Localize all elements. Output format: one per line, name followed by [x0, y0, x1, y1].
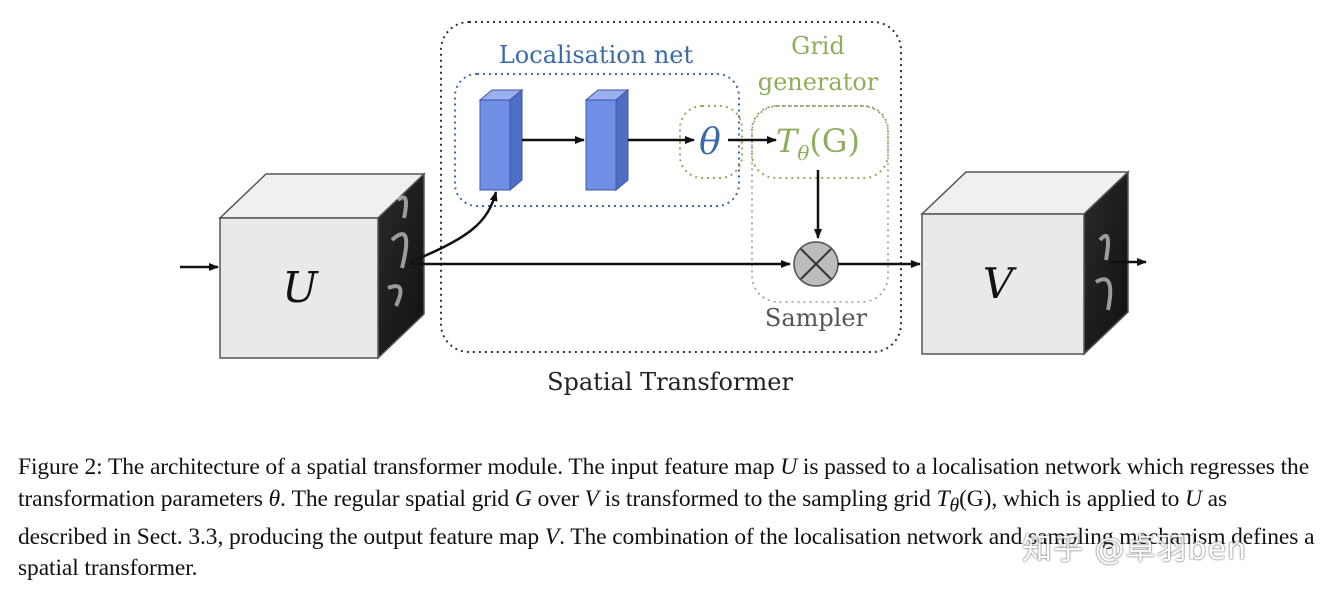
caption-u: U: [780, 454, 798, 480]
spatial-transformer-box: [440, 21, 902, 353]
watermark: 知乎 @卓羽ben: [1022, 532, 1248, 567]
caption-v2: V: [544, 523, 560, 550]
localisation-layer-1: [478, 88, 524, 192]
input-feature-map-cube: [218, 172, 426, 360]
caption-g: G: [514, 485, 532, 512]
spatial-transformer-label: Spatial Transformer: [547, 368, 793, 396]
caption-seg8: . The combination of the localisation ne…: [18, 523, 1315, 582]
grid-generator-label-line2: generator: [758, 68, 879, 96]
caption-seg5: is transformed to the sampling grid: [598, 485, 937, 512]
theta-symbol: θ: [699, 122, 721, 163]
localisation-layer-2: [584, 88, 630, 192]
caption-theta: θ: [268, 485, 281, 512]
caption-t: T: [936, 485, 950, 512]
architecture-diagram: Localisation net Grid generator Sampler …: [180, 21, 1147, 396]
caption-seg7: as described in Sect. 3.3, producing the…: [18, 485, 1228, 550]
figure-caption: Figure 2: The architecture of a spatial …: [18, 452, 1318, 585]
sampler-operator-icon: [793, 241, 839, 287]
caption-t-arg: (G): [959, 485, 992, 512]
theta-box: [679, 105, 743, 179]
grid-function-arg: (G): [809, 122, 860, 160]
caption-lead: Figure 2:: [18, 454, 103, 480]
localisation-net-label: Localisation net: [499, 41, 694, 69]
caption-v: V: [584, 485, 599, 512]
caption-seg4: over: [531, 485, 585, 512]
sampler-box: [751, 105, 889, 303]
input-cube-label: U: [282, 263, 319, 312]
caption-seg1: The architecture of a spatial transforme…: [102, 454, 781, 480]
arrow-u-to-localisation: [409, 191, 498, 264]
output-cube-label: V: [983, 259, 1017, 308]
caption-u2: U: [1185, 485, 1202, 512]
grid-generator-label-line1: Grid: [791, 32, 845, 60]
grid-function: Tθ(G): [776, 122, 860, 165]
grid-function-sub: θ: [797, 141, 809, 165]
caption-seg3: . The regular spatial grid: [280, 485, 515, 512]
caption-t-sub: θ: [949, 495, 960, 517]
caption-seg6: , which is applied to: [991, 485, 1186, 512]
caption-seg2: is passed to a localisation network whic…: [18, 454, 1310, 512]
sampler-label: Sampler: [765, 304, 868, 332]
grid-function-main: T: [776, 122, 800, 160]
output-feature-map-cube: [920, 170, 1130, 356]
